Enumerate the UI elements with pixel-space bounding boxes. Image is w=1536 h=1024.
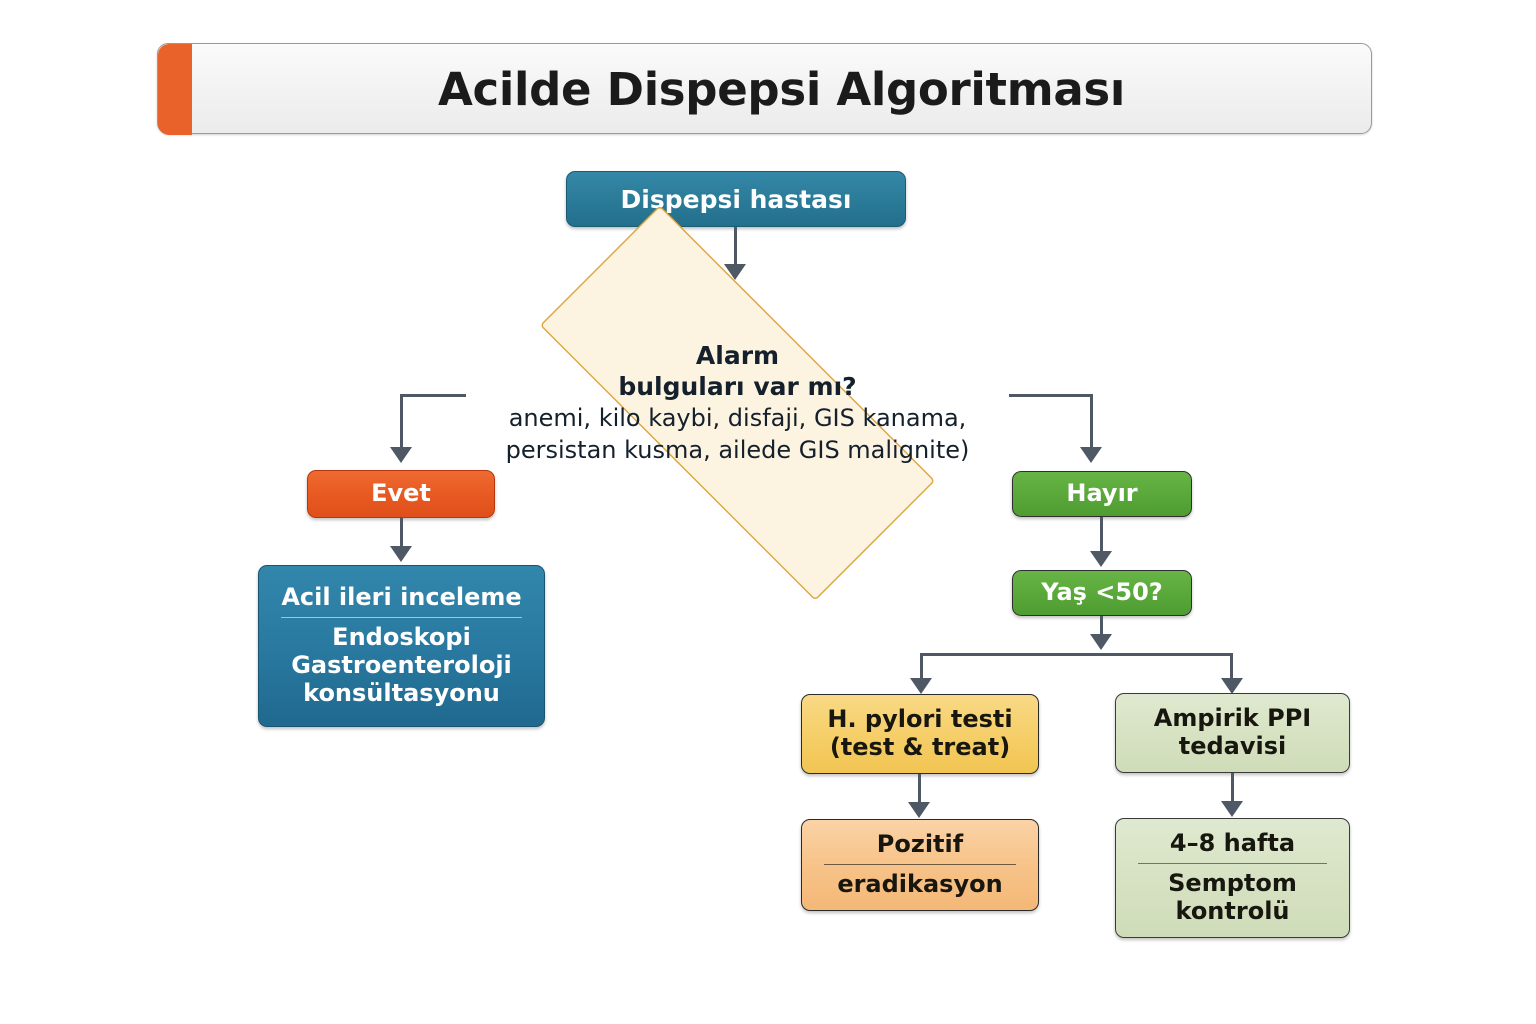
acil-body-line-3: konsültasyonu	[303, 678, 500, 707]
arrowhead-to-hpylori	[910, 678, 932, 694]
connector-age-down	[1100, 616, 1103, 638]
node-hayir-label: Hayır	[1066, 479, 1138, 508]
connector-start-to-decision	[734, 227, 737, 269]
page-title: Acilde Dispepsi Algoritması	[437, 63, 1125, 116]
connector-decision-left-horizontal	[402, 394, 466, 397]
node-ppi-line-2: tedavisi	[1178, 732, 1287, 760]
arrowhead-hayir-to-age	[1090, 551, 1112, 567]
node-ppi-line-1: Ampirik PPI	[1153, 704, 1312, 733]
decision-detail-line2: persistan kusma, ailede GIS malignite)	[505, 436, 970, 464]
connector-decision-right-horizontal	[1009, 394, 1093, 397]
node-acil-ileri-inceleme[interactable]: Acil ileri inceleme Endoskopi Gastroente…	[258, 565, 545, 727]
connector-split-bar	[920, 653, 1233, 656]
node-pozitif-eradikasyon[interactable]: Pozitif eradikasyon	[801, 819, 1039, 911]
title-accent-bar	[158, 44, 192, 135]
node-alarm-bulgulari-decision[interactable]: Alarm bulguları var mı? anemi, kilo kayb…	[462, 205, 1013, 601]
node-yas-50[interactable]: Yaş <50?	[1012, 570, 1192, 616]
connector-split-left-vertical	[920, 653, 923, 681]
node-acil-ileri-inceleme-body: Endoskopi Gastroenteroloji konsültasyonu	[291, 623, 512, 707]
node-pozitif-body: eradikasyon	[837, 870, 1003, 898]
title-banner: Acilde Dispepsi Algoritması	[157, 43, 1372, 135]
node-followup-header: 4–8 hafta	[1169, 829, 1296, 858]
node-4-8-hafta-semptom-kontrolu[interactable]: 4–8 hafta Semptom kontrolü	[1115, 818, 1350, 938]
node-dispepsi-hastasi[interactable]: Dispepsi hastası	[566, 171, 906, 227]
followup-body-line-2: kontrolü	[1175, 896, 1290, 925]
followup-body-line-1: Semptom	[1168, 869, 1297, 898]
node-ampirik-ppi-tedavisi[interactable]: Ampirik PPI tedavisi	[1115, 693, 1350, 773]
arrowhead-to-evet	[390, 447, 412, 463]
node-evet[interactable]: Evet	[307, 470, 495, 518]
node-hayir[interactable]: Hayır	[1012, 471, 1192, 517]
arrowhead-ppi-to-followup	[1221, 801, 1243, 817]
node-followup-divider	[1138, 863, 1327, 865]
connector-split-right-vertical	[1230, 653, 1233, 681]
connector-ppi-to-followup	[1231, 773, 1234, 805]
connector-hpylori-to-pozitif	[918, 774, 921, 806]
arrowhead-evet-to-urgent	[390, 546, 412, 562]
acil-body-line-2: Gastroenteroloji	[291, 651, 512, 679]
node-followup-body: Semptom kontrolü	[1168, 869, 1297, 926]
connector-hayir-to-age	[1100, 517, 1103, 554]
decision-detail-line1: anemi, kilo kaybi, disfaji, GIS kanama,	[508, 404, 967, 433]
connector-decision-left-vertical	[400, 394, 403, 450]
node-h-pylori-testi[interactable]: H. pylori testi (test & treat)	[801, 694, 1039, 774]
decision-header-line2: bulguları var mı?	[618, 372, 857, 402]
node-acil-ileri-inceleme-header: Acil ileri inceleme	[281, 583, 522, 612]
acil-body-line-1: Endoskopi	[332, 623, 471, 652]
node-evet-label: Evet	[371, 479, 431, 508]
decision-text-group: Alarm bulguları var mı? anemi, kilo kayb…	[422, 283, 1053, 523]
connector-evet-to-urgent	[400, 518, 403, 550]
arrowhead-to-hayir	[1080, 447, 1102, 463]
node-pozitif-header: Pozitif	[876, 830, 964, 859]
decision-header-line1: Alarm	[695, 341, 780, 371]
connector-decision-right-vertical	[1090, 394, 1093, 450]
arrowhead-hpylori-to-pozitif	[908, 802, 930, 818]
node-pozitif-divider	[824, 864, 1016, 865]
node-acil-divider	[281, 617, 522, 619]
arrowhead-age-down	[1090, 634, 1112, 650]
node-yas-50-label: Yaş <50?	[1041, 578, 1163, 607]
node-h-pylori-line-1: H. pylori testi	[827, 705, 1013, 734]
node-h-pylori-line-2: (test & treat)	[829, 733, 1011, 761]
arrowhead-to-ppi	[1221, 678, 1243, 694]
